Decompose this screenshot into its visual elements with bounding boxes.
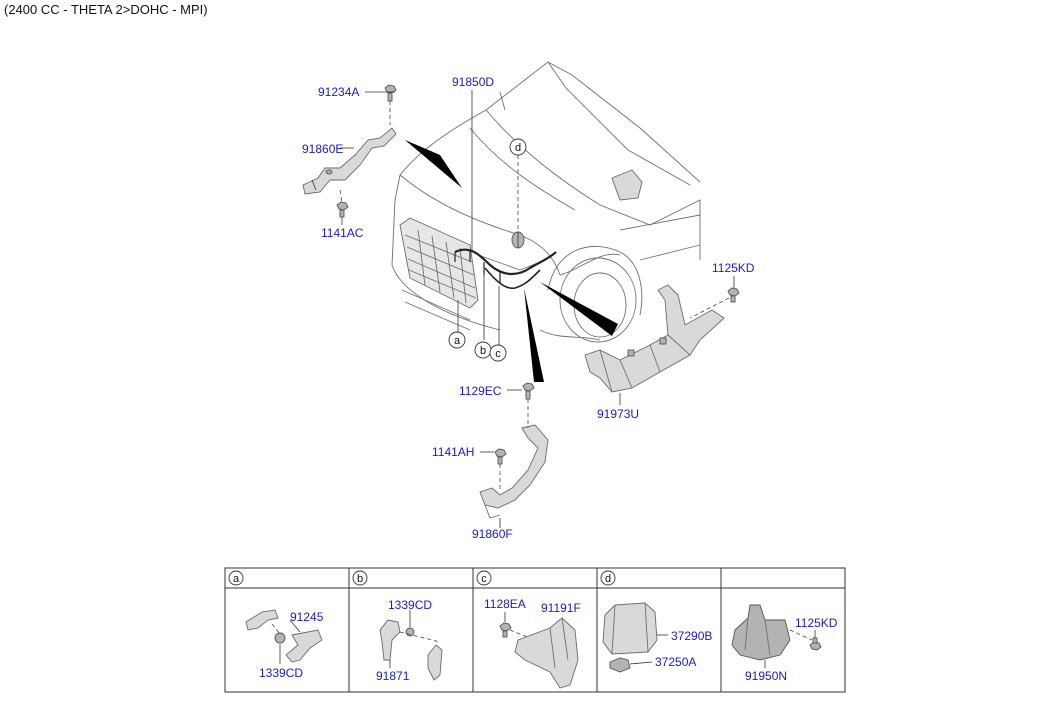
- svg-text:c: c: [481, 573, 487, 585]
- label-91234A[interactable]: 91234A: [318, 85, 359, 99]
- wedge-to-91860F: [524, 288, 544, 382]
- label-1125KD-table[interactable]: 1125KD: [795, 616, 838, 630]
- bracket-91860F: [479, 424, 549, 519]
- svg-text:b: b: [480, 345, 486, 357]
- cell-c-parts: [499, 612, 579, 689]
- diagram-title: (2400 CC - THETA 2>DOHC - MPI): [4, 2, 208, 17]
- label-91850D[interactable]: 91850D: [452, 75, 494, 89]
- bolt-91234A-icon: [384, 84, 397, 102]
- callout-b[interactable]: b: [474, 341, 492, 359]
- label-1339CD-b[interactable]: 1339CD: [388, 598, 432, 612]
- cover-91973U: [584, 284, 725, 393]
- bolt-1141AH-icon: [494, 448, 507, 465]
- callout-d[interactable]: d: [509, 138, 527, 156]
- label-91950N[interactable]: 91950N: [745, 669, 787, 683]
- svg-text:a: a: [233, 573, 240, 585]
- label-37250A[interactable]: 37250A: [655, 655, 696, 669]
- label-91860F[interactable]: 91860F: [472, 527, 513, 541]
- label-91871[interactable]: 91871: [376, 669, 410, 683]
- cell-b-parts: [379, 610, 443, 681]
- svg-text:a: a: [454, 335, 461, 347]
- table-header-a: a: [228, 570, 244, 586]
- label-91191F[interactable]: 91191F: [541, 601, 581, 615]
- wedge-to-91860E: [405, 140, 462, 188]
- label-91973U[interactable]: 91973U: [597, 407, 639, 421]
- svg-text:c: c: [495, 348, 501, 360]
- wedge-to-91973U: [540, 282, 618, 336]
- cell-e-parts: [731, 604, 822, 668]
- svg-text:b: b: [357, 573, 363, 585]
- label-1339CD-a[interactable]: 1339CD: [259, 666, 303, 680]
- table-header-c: c: [476, 570, 492, 586]
- label-1141AH[interactable]: 1141AH: [432, 445, 474, 459]
- bolt-1129EC-icon: [522, 382, 535, 400]
- label-91860E[interactable]: 91860E: [302, 142, 343, 156]
- vehicle-front-illustration: [391, 61, 701, 343]
- label-1129EC[interactable]: 1129EC: [459, 384, 502, 398]
- bracket-91860E: [302, 127, 397, 195]
- callout-a[interactable]: a: [448, 331, 466, 349]
- callout-c[interactable]: c: [489, 344, 507, 362]
- svg-text:d: d: [605, 573, 611, 585]
- front-wiring-harness: [454, 231, 557, 290]
- label-91245[interactable]: 91245: [290, 610, 324, 624]
- parts-table: [224, 567, 846, 693]
- label-1128EA[interactable]: 1128EA: [484, 597, 526, 611]
- svg-text:d: d: [515, 142, 521, 154]
- bolt-1125KD-top-icon: [727, 287, 740, 303]
- label-1125KD-top[interactable]: 1125KD: [712, 261, 755, 275]
- label-37290B[interactable]: 37290B: [671, 629, 712, 643]
- bolt-1141AC-icon: [336, 201, 349, 218]
- table-header-b: b: [352, 570, 368, 586]
- cell-d-parts: [602, 602, 668, 673]
- table-header-d: d: [600, 570, 616, 586]
- label-1141AC[interactable]: 1141AC: [321, 226, 364, 240]
- cell-a-parts: [245, 609, 323, 664]
